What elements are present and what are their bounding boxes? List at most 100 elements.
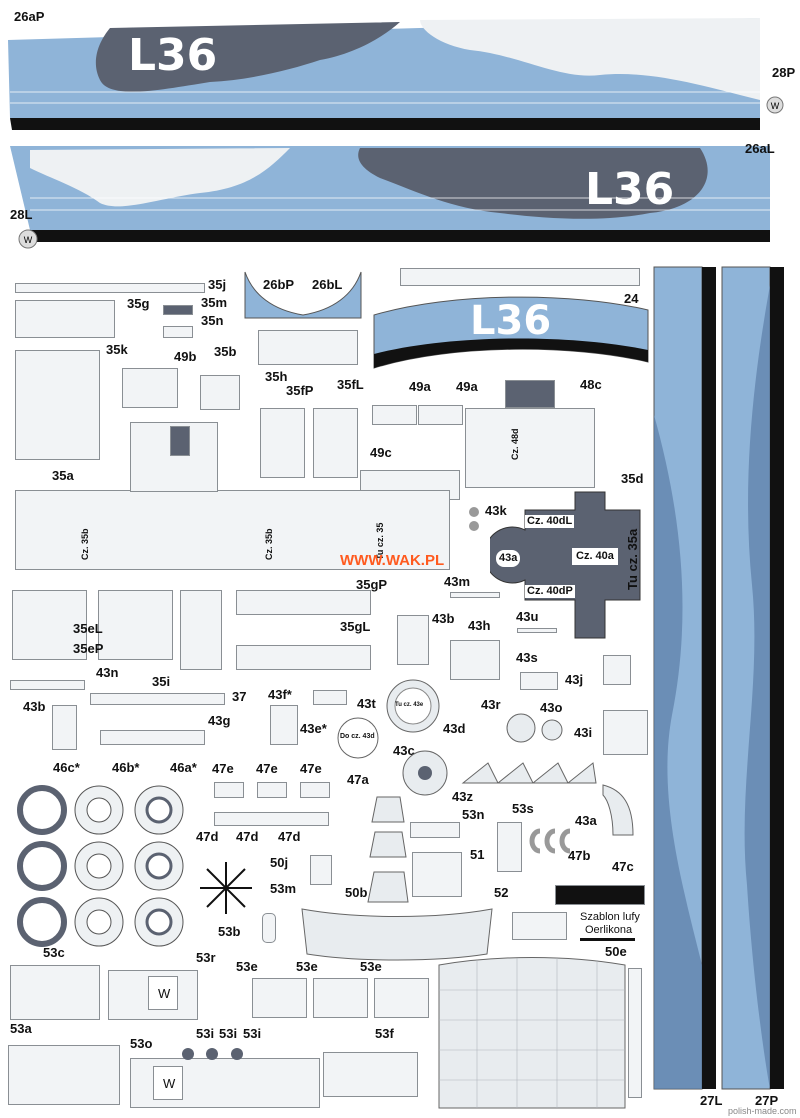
label-35h: 35h <box>265 369 288 384</box>
label-49c: 49c <box>370 445 392 460</box>
w-marker-28P: W <box>766 96 784 114</box>
label-50b: 50b <box>345 885 368 900</box>
part-43b-1 <box>397 615 429 665</box>
label-53e-1: 53e <box>236 959 258 974</box>
text-cz43d: Do cz. 43d <box>340 733 375 740</box>
w-marker-28L: W <box>18 229 38 249</box>
label-43a: 43a <box>575 813 597 828</box>
part-35gP <box>236 590 371 615</box>
part-26b <box>244 271 362 319</box>
label-53e-3: 53e <box>360 959 382 974</box>
svg-text:W: W <box>771 101 780 111</box>
label-49b: 49b <box>174 349 197 364</box>
label-53c: 53c <box>43 945 65 960</box>
part-43s <box>520 672 558 690</box>
label-35k: 35k <box>106 342 128 357</box>
label-43e: 43e* <box>300 721 327 736</box>
label-35gP: 35gP <box>356 577 388 592</box>
label-26bL: 26bL <box>312 277 343 292</box>
label-43t: 43t <box>357 696 376 711</box>
label-37: 37 <box>232 689 247 704</box>
label-26aL: 26aL <box>745 141 775 156</box>
part-24-pennant: L36 <box>470 298 552 344</box>
label-52: 52 <box>494 885 509 900</box>
text-cz40dL: Cz. 40dL <box>525 515 575 528</box>
part-35fL <box>313 408 358 478</box>
part-53b <box>262 913 276 943</box>
part-53o-w <box>153 1066 183 1100</box>
part-43b-2 <box>52 705 77 750</box>
label-53i-1: 53i <box>196 1026 215 1041</box>
label-35gL: 35gL <box>340 619 371 634</box>
label-43h: 43h <box>468 618 491 633</box>
label-47a: 47a <box>347 772 369 787</box>
part-47e-3 <box>300 782 330 798</box>
part-47b <box>529 828 571 854</box>
part-35m <box>163 305 193 315</box>
part-50b <box>301 908 493 961</box>
part-43r <box>506 713 536 743</box>
part-35j <box>15 283 205 293</box>
part-53f <box>323 1052 418 1097</box>
part-43a <box>602 784 634 836</box>
label-35j: 35j <box>208 277 227 292</box>
part-53e-3 <box>374 978 429 1018</box>
label-51: 51 <box>470 847 485 862</box>
part-47a <box>367 796 409 903</box>
label-43d: 43d <box>443 721 466 736</box>
label-43b-2: 43b <box>23 699 46 714</box>
label-35fL: 35fL <box>337 377 364 392</box>
part-49a-1 <box>372 405 417 425</box>
label-50e: 50e <box>605 944 627 959</box>
text-szablon-1: Szablon lufy <box>580 911 640 923</box>
part-43o <box>541 719 563 741</box>
part-52 <box>512 912 567 940</box>
label-53m: 53m <box>270 881 297 896</box>
part-53i <box>182 1048 243 1060</box>
label-28L: 28L <box>10 207 33 222</box>
part-53e-2 <box>313 978 368 1018</box>
rings-46 <box>17 785 184 947</box>
part-50e <box>438 957 626 1109</box>
text-cz48d: Cz. 48d <box>510 428 520 460</box>
part-35h <box>258 330 358 365</box>
part-35eP <box>98 590 173 660</box>
part-35fP <box>260 408 305 478</box>
part-50j <box>200 862 252 914</box>
label-46b: 46b* <box>112 760 140 775</box>
part-35a-blackpatch <box>170 426 190 456</box>
part-53n <box>410 822 460 838</box>
label-50j: 50j <box>270 855 289 870</box>
label-47e-2: 47e <box>256 761 278 776</box>
pennant-bottom: L36 <box>585 164 675 215</box>
label-26bP: 26bP <box>263 277 295 292</box>
part-37 <box>90 693 225 705</box>
part-43u <box>517 628 557 633</box>
label-28P: 28P <box>772 65 796 80</box>
text-cz35b-1: Cz. 35b <box>80 528 90 560</box>
text-cz40a: Cz. 40a <box>572 548 618 565</box>
label-53n: 53n <box>462 807 485 822</box>
label-47d-2: 47d <box>236 829 259 844</box>
part-35b <box>200 375 240 410</box>
label-53f: 53f <box>375 1026 394 1041</box>
label-53i-2: 53i <box>219 1026 238 1041</box>
part-35g <box>15 300 115 338</box>
label-47e-3: 47e <box>300 761 322 776</box>
part-43z <box>461 762 597 784</box>
part-43e <box>337 717 379 759</box>
label-35eL: 35eL <box>73 621 103 636</box>
part-49a-2 <box>418 405 463 425</box>
part-53s <box>497 822 522 872</box>
part-47e-2 <box>257 782 287 798</box>
label-27L: 27L <box>700 1093 723 1108</box>
label-46c: 46c* <box>53 760 80 775</box>
label-35d: 35d <box>621 471 644 486</box>
label-43r: 43r <box>481 697 501 712</box>
label-35fP: 35fP <box>286 383 314 398</box>
label-48c: 48c <box>580 377 602 392</box>
label-43f: 43f* <box>268 687 292 702</box>
label-47d-1: 47d <box>196 829 219 844</box>
part-strip-row <box>400 268 640 286</box>
part-53r-w <box>148 976 178 1010</box>
